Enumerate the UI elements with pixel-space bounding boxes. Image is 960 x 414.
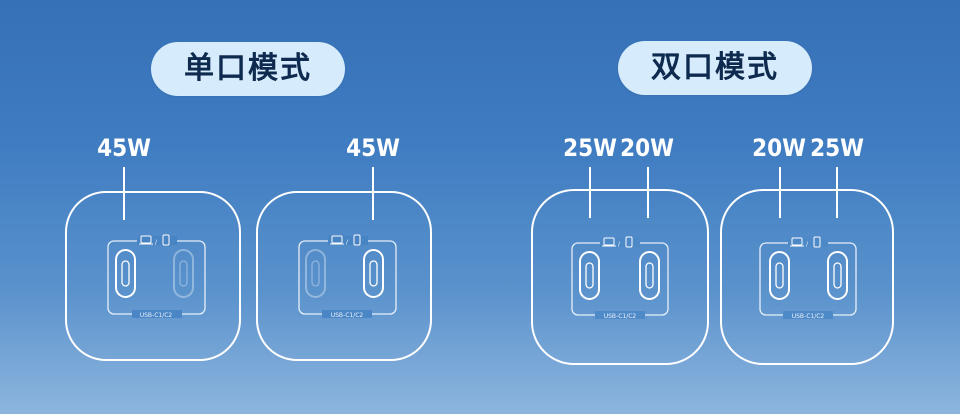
laptop-icon: [140, 235, 152, 244]
charger-1-port-c1: [115, 249, 136, 298]
charger-2-watt-label-1: 45W: [346, 134, 400, 162]
laptop-icon: [331, 235, 343, 244]
charger-3-body: [531, 189, 709, 365]
charger-2-body: [256, 191, 432, 361]
phone-icon: [162, 234, 170, 246]
svg-text:/: /: [155, 239, 158, 246]
charger-3-port-c2: [639, 251, 660, 300]
charger-1-device-icons: /: [139, 234, 170, 246]
svg-text:/: /: [346, 239, 349, 246]
charger-1: 45W / USB-C1/C2: [65, 134, 241, 361]
laptop-icon: [791, 237, 803, 246]
dual-port-mode-label: 双口模式: [651, 50, 779, 85]
charger-4-device-icons: /: [790, 236, 821, 248]
charger-2-device-icons: /: [330, 234, 361, 246]
charger-3-watt-label-2: 20W: [620, 134, 674, 162]
charger-3-port-label: USB-C1/C2: [604, 313, 637, 320]
phone-icon: [625, 236, 633, 248]
phone-icon: [353, 234, 361, 246]
laptop-icon: [603, 237, 615, 246]
charger-2-port-panel: [298, 240, 397, 315]
charger-1-body: [65, 191, 241, 361]
charger-4-port-c2: [827, 251, 848, 300]
single-port-mode-label: 单口模式: [184, 51, 312, 86]
charger-2: 45W / USB-C1/C2: [256, 134, 432, 361]
charger-4-port-c1: [769, 251, 790, 300]
svg-text:/: /: [618, 241, 621, 248]
charger-1-port-label: USB-C1/C2: [140, 312, 173, 319]
charger-2-port-label: USB-C1/C2: [331, 312, 364, 319]
charger-3-watt-label-1: 25W: [563, 134, 617, 162]
charger-3-device-icons: /: [602, 236, 633, 248]
charger-1-watt-label-1: 45W: [97, 134, 151, 162]
charger-4: 20W 25W / USB-C1/C2: [720, 134, 894, 365]
svg-text:/: /: [806, 241, 809, 248]
charger-4-watt-label-1: 20W: [752, 134, 806, 162]
charger-3-port-c1: [579, 251, 600, 300]
charger-2-port-c1: [305, 249, 326, 298]
charger-4-watt-label-2: 25W: [810, 134, 864, 162]
charger-4-body: [720, 189, 894, 365]
charger-4-port-label: USB-C1/C2: [792, 313, 825, 320]
dual-port-mode-badge: 双口模式: [618, 41, 812, 95]
phone-icon: [813, 236, 821, 248]
charger-2-port-c2: [363, 249, 384, 298]
charger-1-port-c2: [173, 249, 194, 298]
charger-3: 25W 20W / USB-C1/C2: [531, 134, 709, 365]
single-port-mode-badge: 单口模式: [151, 42, 345, 96]
